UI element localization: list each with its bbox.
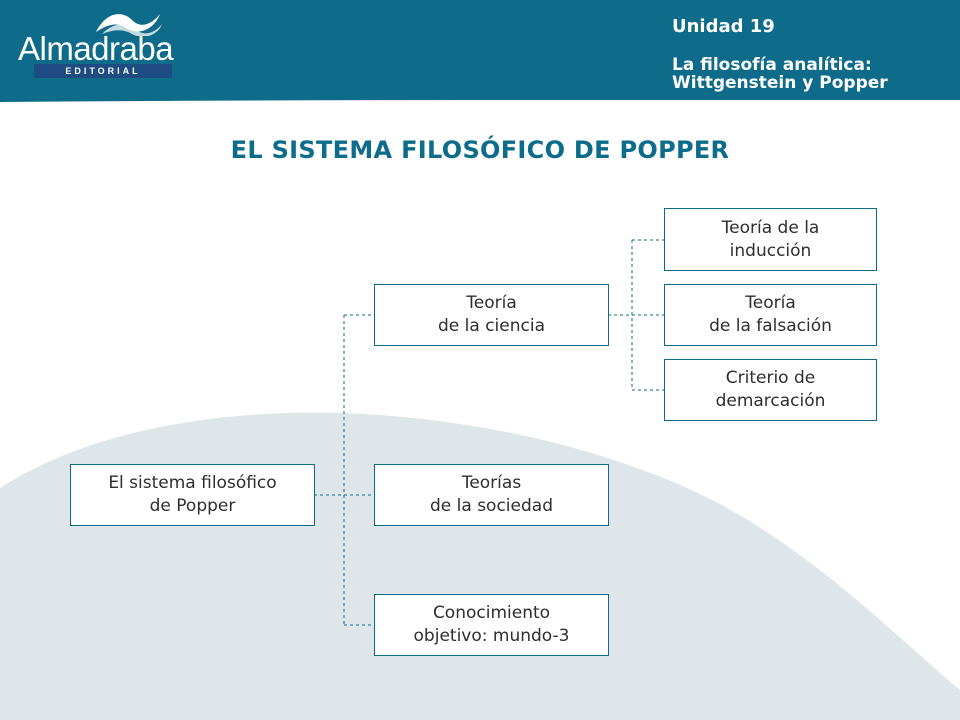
wave-icon [96,14,162,36]
node-label: Criterio de [725,368,816,388]
unit-subtitle-line: La filosofía analítica: [672,55,872,75]
node-teorias-sociedad: Teorías de la sociedad [374,464,609,526]
node-label: demarcación [715,391,826,411]
unit-number: Unidad 19 [672,16,775,37]
node-label: inducción [729,240,812,261]
node-label: de la ciencia [438,316,545,336]
node-label: Teorías [461,473,522,493]
unit-subtitle-line: Wittgenstein y Popper [672,73,888,93]
header-band [0,0,960,102]
node-root: El sistema filosófico de Popper [70,464,315,526]
logo-wordmark: Almadraba [18,30,174,67]
node-criterio-demarcacion: Criterio de demarcación [664,359,877,421]
node-teoria-induccion: Teoría de la inducción [664,208,877,271]
node-label: Conocimiento [432,603,551,623]
page-title: EL SISTEMA FILOSÓFICO DE POPPER [230,136,730,164]
node-teoria-ciencia: Teoría de la ciencia [374,284,609,346]
node-label: Teoría [466,293,517,313]
node-label: objetivo: mundo-3 [413,626,570,646]
logo-tagline: EDITORIAL [34,64,172,78]
unit-subtitle: La filosofía analítica: Wittgenstein y P… [672,56,957,92]
node-label: Teoría de la [721,217,820,238]
node-label: de la falsación [709,316,832,336]
node-conocimiento-objetivo: Conocimiento objetivo: mundo-3 [374,594,609,656]
node-label: El sistema filosófico [108,473,277,493]
node-label: de la sociedad [430,496,553,516]
node-teoria-falsacion: Teoría de la falsación [664,284,877,346]
node-label: de Popper [149,496,236,516]
node-label: Teoría [745,293,796,313]
almadraba-logo: Almadraba EDITORIAL [14,6,174,78]
